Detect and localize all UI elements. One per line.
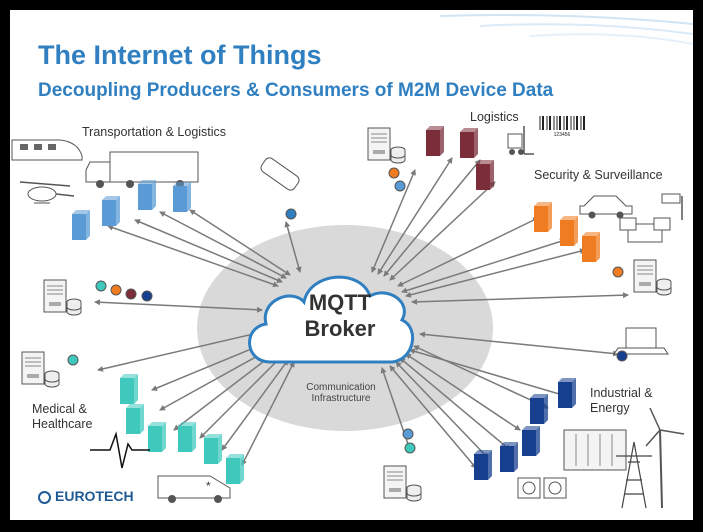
industrial-label: Industrial & Energy — [590, 386, 653, 416]
logo-text: EUROTECH — [55, 488, 134, 504]
medical-label-line-1: Medical & — [32, 402, 87, 416]
train-icon — [11, 139, 83, 161]
server-icon — [21, 351, 60, 388]
eurotech-logo: EUROTECH — [38, 488, 134, 504]
forklift-icon — [507, 126, 534, 155]
truck-icon — [85, 151, 199, 188]
svg-text:*: * — [206, 479, 211, 493]
car-icon — [579, 195, 633, 219]
industrial-group — [383, 378, 685, 509]
server-icon — [43, 279, 82, 316]
sensor-icon — [619, 217, 671, 243]
wind-turbine-icon — [645, 407, 685, 509]
infrastructure-label: Communication Infrastructure — [286, 382, 396, 404]
heartbeat-icon — [90, 431, 150, 469]
server-icon — [367, 127, 406, 164]
iot-diagram: * — [11, 14, 693, 509]
medical-group: * — [21, 351, 244, 503]
status-dot-icon — [285, 208, 297, 220]
server-icon — [383, 465, 422, 502]
medical-label-line-2: Healthcare — [32, 417, 93, 431]
slide: * — [10, 10, 693, 520]
barcode-icon: 123456 — [538, 114, 588, 138]
decorative-swoosh — [439, 14, 693, 45]
industrial-rack-icon — [563, 429, 627, 471]
barcode-text: 123456 — [554, 132, 571, 138]
helicopter-icon — [19, 181, 75, 204]
logistics-label: Logistics — [470, 110, 519, 124]
camera-icon — [661, 193, 683, 220]
broker-line-2: Broker — [304, 316, 376, 341]
security-label: Security & Surveillance — [534, 168, 663, 182]
server-icon — [633, 259, 672, 296]
left-server-group — [43, 279, 153, 316]
medical-label: Medical & Healthcare — [32, 402, 92, 432]
page-title: The Internet of Things — [38, 40, 322, 70]
logistics-group: 123456 — [367, 114, 588, 192]
broker-label: MQTT Broker — [280, 290, 400, 342]
ambulance-icon: * — [157, 475, 231, 503]
cube-icon — [426, 126, 494, 190]
industrial-label-line-1: Industrial & — [590, 386, 653, 400]
broker-line-1: MQTT — [308, 290, 372, 315]
phone-icon — [260, 157, 300, 191]
laptop-icon — [613, 327, 669, 362]
infrastructure-line-2: Infrastructure — [311, 393, 371, 404]
security-group — [534, 193, 683, 296]
cloud-icon — [248, 275, 414, 364]
gauge-icon — [517, 477, 567, 499]
infrastructure-line-1: Communication — [306, 382, 376, 393]
cube-icon — [474, 378, 576, 480]
power-tower-icon — [616, 441, 652, 509]
transportation-label: Transportation & Logistics — [82, 125, 227, 139]
logo-mark-icon — [38, 491, 51, 504]
transportation-group — [11, 139, 300, 240]
cube-icon — [72, 180, 191, 240]
industrial-label-line-2: Energy — [590, 401, 630, 415]
page-subtitle: Decoupling Producers & Consumers of M2M … — [38, 80, 554, 101]
connection-arrows — [94, 157, 629, 469]
